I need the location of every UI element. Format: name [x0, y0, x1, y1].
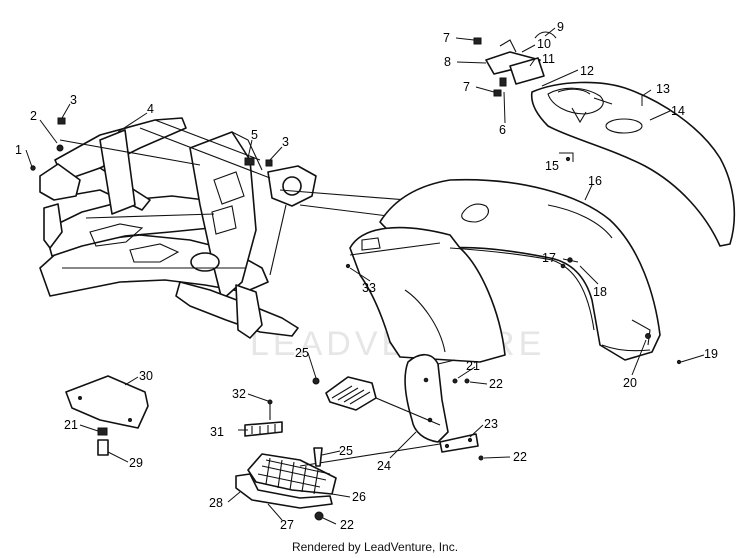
callout-8: 8: [444, 55, 451, 69]
callout-1: 1: [15, 143, 22, 157]
callout-15: 15: [545, 159, 559, 173]
lower-hardware: [97, 156, 682, 521]
callout-26: 26: [352, 490, 366, 504]
callout-25-top: 25: [295, 346, 309, 360]
callout-12: 12: [580, 64, 594, 78]
callout-22-b: 22: [513, 450, 527, 464]
callout-11: 11: [542, 52, 555, 66]
footer-credit: Rendered by LeadVenture, Inc.: [291, 540, 459, 554]
callout-7-top: 7: [443, 31, 450, 45]
callout-33: 33: [362, 281, 376, 295]
callout-19: 19: [704, 347, 718, 361]
frame-assembly: [39, 117, 471, 339]
callout-9: 9: [557, 20, 564, 34]
callout-numbers: 1 2 3 3 4 5 6 7 7 8 9 10 11 12 13 14 15 …: [15, 20, 718, 532]
callout-6: 6: [499, 123, 506, 137]
callout-7-mid: 7: [463, 80, 470, 94]
callout-28: 28: [209, 496, 223, 510]
bracket-23: [439, 433, 479, 453]
front-fender: [530, 81, 736, 247]
skid-plate-30: [65, 375, 149, 429]
taillight-assembly: [473, 31, 591, 97]
callout-20: 20: [623, 376, 637, 390]
callout-10: 10: [537, 37, 551, 51]
callout-29: 29: [129, 456, 143, 470]
callout-27: 27: [280, 518, 294, 532]
callout-18: 18: [593, 285, 607, 299]
footrest-upper: [325, 376, 441, 426]
callout-22-c: 22: [340, 518, 354, 532]
callout-23: 23: [484, 417, 498, 431]
callout-17: 17: [542, 251, 556, 265]
callout-13: 13: [656, 82, 670, 96]
callout-31: 31: [210, 425, 224, 439]
callout-22-a: 22: [489, 377, 503, 391]
callout-24: 24: [377, 459, 391, 473]
callout-21-left: 21: [64, 418, 78, 432]
callout-5: 5: [251, 128, 258, 142]
footboard-lower: [235, 443, 441, 509]
rear-fender: [349, 178, 661, 363]
callout-14: 14: [671, 104, 685, 118]
callout-3-mid: 3: [282, 135, 289, 149]
callout-4: 4: [147, 102, 154, 116]
callout-32: 32: [232, 387, 246, 401]
callout-2: 2: [30, 109, 37, 123]
callout-30: 30: [139, 369, 153, 383]
callout-21-right: 21: [466, 359, 480, 373]
callout-3-top: 3: [70, 93, 77, 107]
callout-16: 16: [588, 174, 602, 188]
mud-flap: [404, 353, 456, 443]
callout-25-mid: 25: [339, 444, 353, 458]
leader-lines: [25, 27, 705, 525]
frame-hardware: [30, 117, 273, 171]
